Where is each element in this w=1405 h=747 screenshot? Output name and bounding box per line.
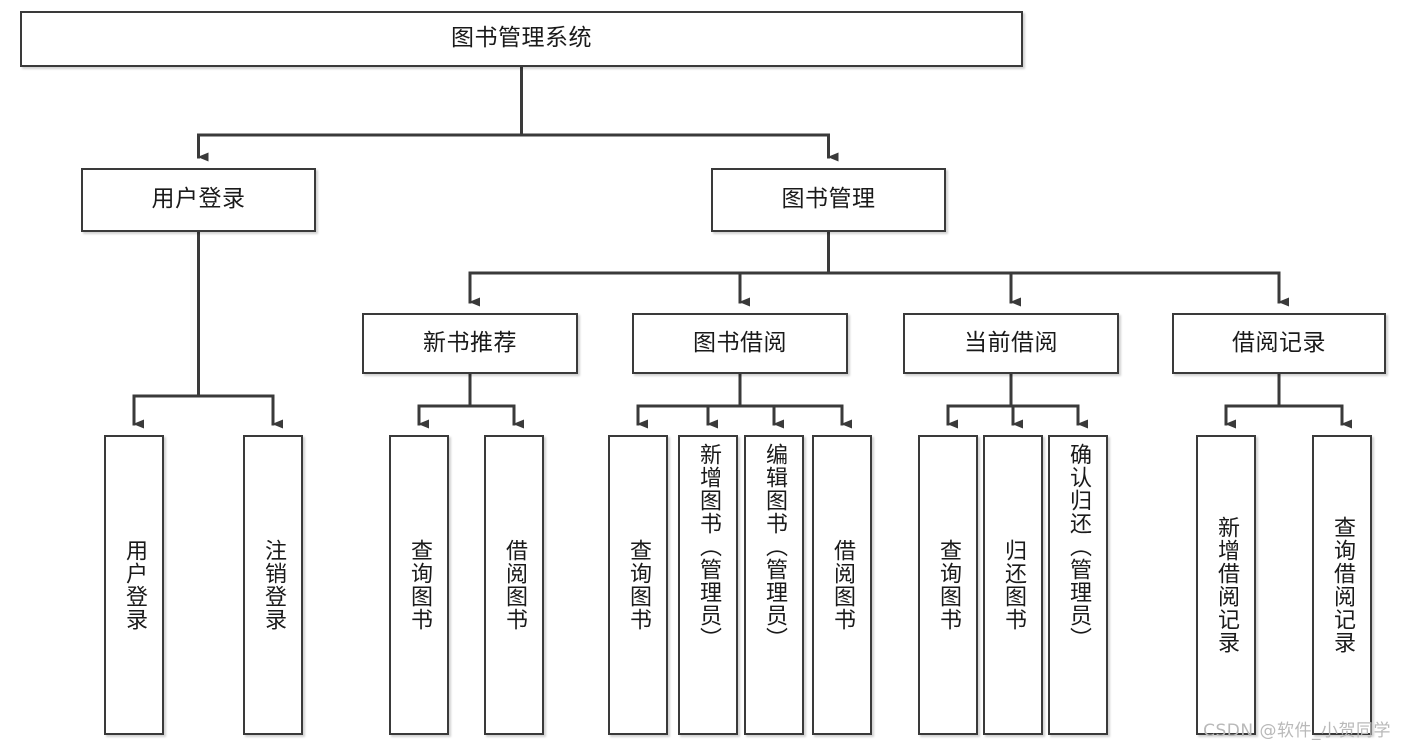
node-user-login[interactable]: 用户登录 [81, 168, 316, 232]
node-leaf-user-logout[interactable]: 注销登录 [243, 435, 303, 735]
node-root[interactable]: 图书管理系统 [20, 11, 1023, 67]
node-label: 用户登录 [121, 539, 147, 631]
node-leaf-query-book-cb[interactable]: 查询图书 [918, 435, 978, 735]
node-book-manage[interactable]: 图书管理 [711, 168, 946, 232]
node-label: 当前借阅 [964, 329, 1058, 356]
node-leaf-query-record[interactable]: 查询借阅记录 [1312, 435, 1372, 735]
node-label: 借阅图书 [501, 539, 527, 631]
node-leaf-user-login[interactable]: 用户登录 [104, 435, 164, 735]
node-label: 借阅图书 [829, 539, 855, 631]
node-label: 编辑图书（管理员） [761, 443, 787, 650]
node-label: 归还图书 [1000, 539, 1026, 631]
node-leaf-query-book-rec[interactable]: 查询图书 [389, 435, 449, 735]
node-label: 用户登录 [151, 186, 246, 213]
node-new-book-rec[interactable]: 新书推荐 [362, 313, 578, 374]
node-label: 图书管理 [781, 186, 876, 213]
node-current-borrow[interactable]: 当前借阅 [903, 313, 1119, 374]
node-label: 查询图书 [406, 539, 432, 631]
node-label: 借阅记录 [1232, 329, 1326, 356]
node-leaf-borrow-book-bb[interactable]: 借阅图书 [812, 435, 872, 735]
node-label: 确认归还（管理员） [1065, 443, 1091, 650]
node-label: 图书借阅 [693, 329, 787, 356]
node-leaf-add-book[interactable]: 新增图书（管理员） [678, 435, 738, 735]
connector-lines [132, 65, 1352, 429]
node-leaf-add-record[interactable]: 新增借阅记录 [1196, 435, 1256, 735]
node-label: 图书管理系统 [451, 25, 592, 52]
node-borrow-record[interactable]: 借阅记录 [1172, 313, 1386, 374]
node-label: 查询借阅记录 [1329, 516, 1355, 654]
node-label: 新增借阅记录 [1213, 516, 1239, 654]
node-leaf-borrow-book-rec[interactable]: 借阅图书 [484, 435, 544, 735]
node-label: 新书推荐 [423, 329, 517, 356]
node-label: 查询图书 [625, 539, 651, 631]
node-leaf-edit-book[interactable]: 编辑图书（管理员） [744, 435, 804, 735]
node-leaf-query-book-bb[interactable]: 查询图书 [608, 435, 668, 735]
node-leaf-confirm-return[interactable]: 确认归还（管理员） [1048, 435, 1108, 735]
node-label: 查询图书 [935, 539, 961, 631]
node-leaf-return-book[interactable]: 归还图书 [983, 435, 1043, 735]
node-book-borrow[interactable]: 图书借阅 [632, 313, 848, 374]
node-label: 注销登录 [260, 539, 286, 631]
node-label: 新增图书（管理员） [695, 443, 721, 650]
